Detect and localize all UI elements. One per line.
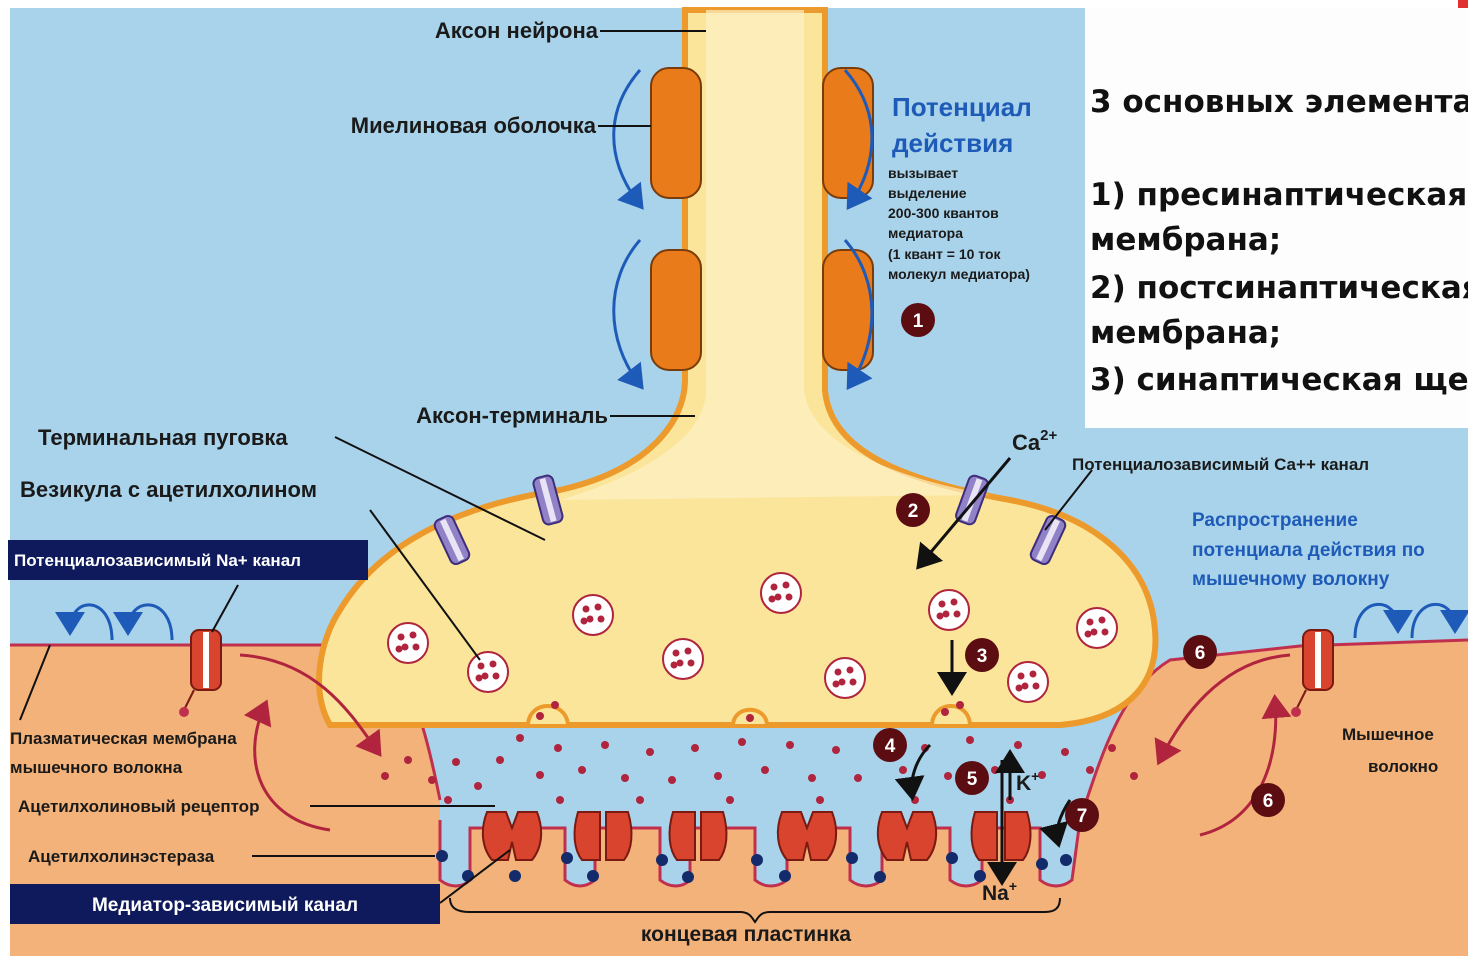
element-1b: мембрана; xyxy=(1090,222,1281,258)
vesicle xyxy=(929,590,969,630)
label-terminal-button: Терминальная пуговка xyxy=(38,425,288,450)
svg-text:5: 5 xyxy=(967,769,978,790)
element-2a: 2) постсинаптическая xyxy=(1090,270,1468,306)
svg-text:2: 2 xyxy=(908,501,919,522)
svg-text:6: 6 xyxy=(1263,791,1274,812)
vesicle xyxy=(825,658,865,698)
muscle-fiber-1: Мышечное xyxy=(1342,725,1434,744)
svg-text:6: 6 xyxy=(1195,643,1206,664)
muscle-fiber-2: волокно xyxy=(1368,757,1438,776)
step-4: 4 xyxy=(873,728,907,762)
plasma-membrane-1: Плазматическая мембрана xyxy=(10,729,237,748)
element-1a: 1) пресинаптическая xyxy=(1090,177,1467,213)
step-3: 3 xyxy=(965,638,999,672)
elements-heading: 3 основных элемента: xyxy=(1090,84,1468,120)
ap-desc-2: выделение xyxy=(888,185,967,201)
propagation-1: Распространение xyxy=(1192,510,1358,531)
label-vesicle: Везикула с ацетилхолином xyxy=(20,477,317,502)
element-2b: мембрана; xyxy=(1090,315,1281,351)
svg-text:3: 3 xyxy=(977,646,988,667)
svg-text:4: 4 xyxy=(885,736,896,757)
step-7: 7 xyxy=(1065,798,1099,832)
mediator-channel-box-label: Медиатор-зависимый канал xyxy=(92,895,358,916)
vesicle xyxy=(573,595,613,635)
label-axon: Аксон нейрона xyxy=(435,18,599,43)
ap-desc-5: (1 квант = 10 ток xyxy=(888,246,1002,262)
label-ca-channel: Потенциалозависимый Са++ канал xyxy=(1072,455,1369,474)
vesicle xyxy=(1077,608,1117,648)
propagation-2: потенциала действия по xyxy=(1192,540,1425,561)
vesicle xyxy=(1008,662,1048,702)
ap-desc-6: молекул медиатора) xyxy=(888,266,1030,282)
label-end-plate: концевая пластинка xyxy=(641,923,852,946)
step-2: 2 xyxy=(896,493,930,527)
step-6a: 6 xyxy=(1183,635,1217,669)
label-ache: Ацетилхолинэстераза xyxy=(28,847,215,866)
svg-text:7: 7 xyxy=(1077,806,1088,827)
vesicle xyxy=(388,623,428,663)
ap-desc-4: медиатора xyxy=(888,225,963,241)
ap-desc-3: 200-300 квантов xyxy=(888,205,999,221)
vesicle xyxy=(468,652,508,692)
label-myelin: Миелиновая оболочка xyxy=(351,113,597,138)
step-1: 1 xyxy=(901,303,935,337)
plasma-membrane-2: мышечного волокна xyxy=(10,758,183,777)
propagation-3: мышечному волокну xyxy=(1192,569,1390,590)
svg-text:1: 1 xyxy=(913,311,924,332)
ap-title-1: Потенциал xyxy=(892,92,1032,122)
label-ach-receptor: Ацетилхолиновый рецептор xyxy=(18,797,259,816)
ap-title-2: действия xyxy=(892,128,1013,158)
step-5: 5 xyxy=(955,761,989,795)
ap-desc-1: вызывает xyxy=(888,165,958,181)
vesicle xyxy=(663,639,703,679)
na-channel-box-label: Потенциалозависимый Na+ канал xyxy=(14,551,301,570)
step-6b: 6 xyxy=(1251,783,1285,817)
element-3: 3) синаптическая щель xyxy=(1090,362,1468,398)
label-axon-terminal: Аксон-терминаль xyxy=(416,403,608,428)
vesicle xyxy=(761,573,801,613)
